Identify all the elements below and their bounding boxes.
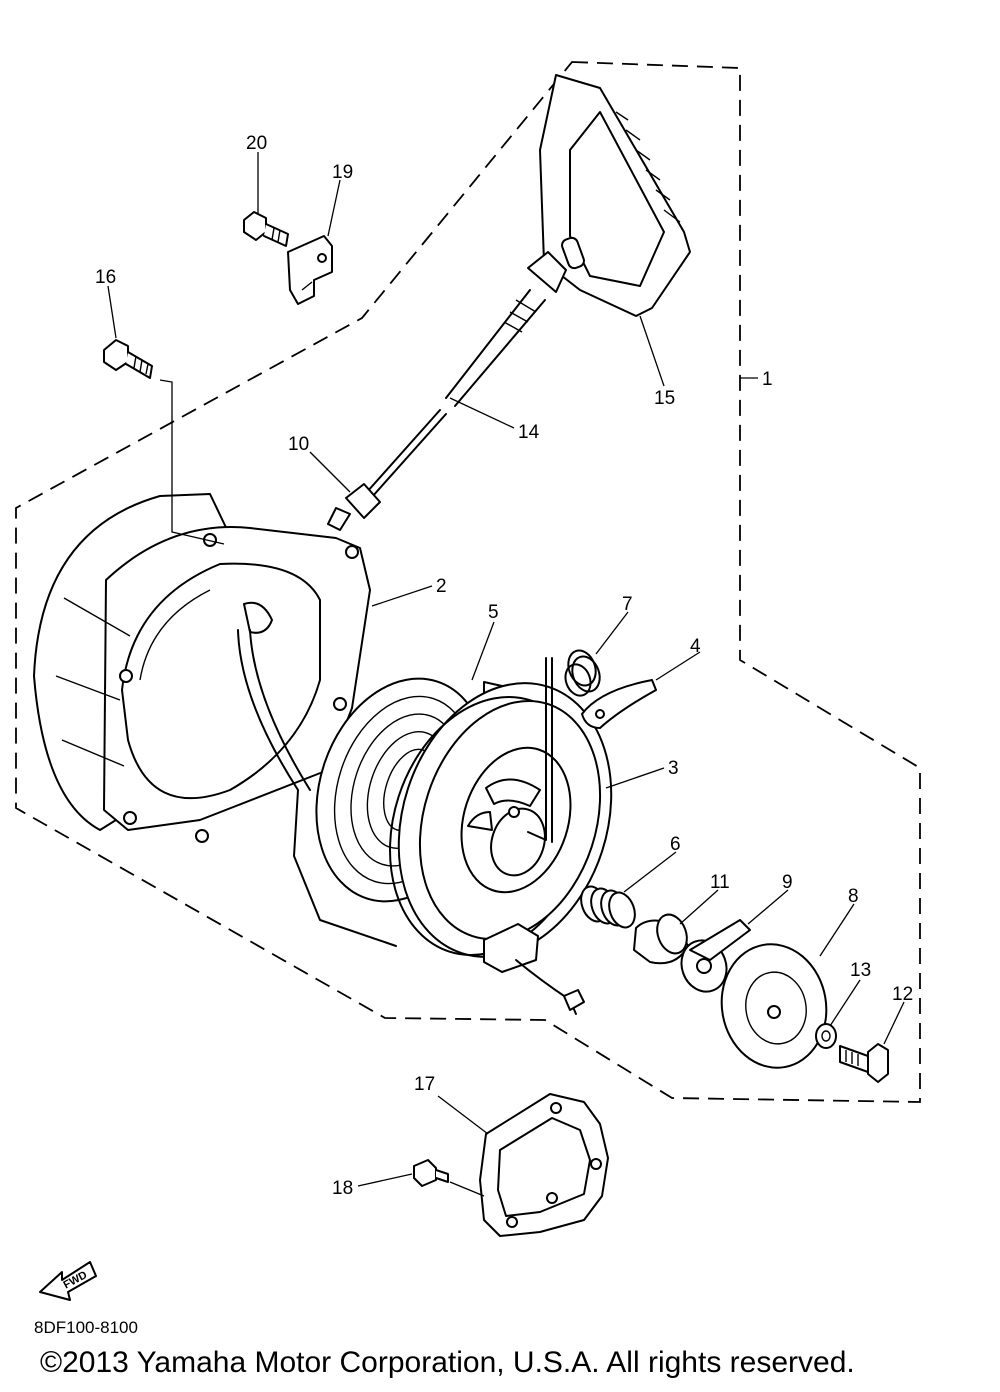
callout-9: 9	[782, 872, 793, 893]
leader-9	[747, 889, 789, 925]
bolt-12	[839, 1043, 889, 1083]
callout-16: 16	[95, 267, 116, 288]
callout-17: 17	[414, 1074, 435, 1095]
callout-11: 11	[710, 872, 730, 893]
fwd-arrow: FWD	[39, 1261, 97, 1301]
torsion-spring	[564, 649, 601, 697]
callout-14: 14	[518, 422, 540, 443]
screw-18	[413, 1159, 449, 1187]
leader-18	[357, 1173, 413, 1187]
leader-19	[327, 179, 341, 237]
starter-rope	[357, 289, 546, 507]
callout-7: 7	[622, 594, 633, 615]
leader-16	[159, 379, 225, 545]
leader-15	[639, 315, 665, 387]
leader-3	[605, 767, 665, 789]
callout-15: 15	[654, 388, 675, 409]
callout-18: 18	[332, 1178, 353, 1199]
washer-13	[815, 1023, 837, 1049]
drive-plate	[720, 943, 828, 1069]
leader-12	[883, 1001, 905, 1045]
ratchet-9	[680, 919, 751, 993]
callout-12: 12	[892, 984, 913, 1005]
callout-10: 10	[288, 434, 309, 455]
diagram-code: 8DF100-8100	[34, 1318, 138, 1337]
coil-spring-6	[580, 885, 636, 929]
callout-13: 13	[850, 960, 871, 981]
callout-2: 2	[436, 576, 447, 597]
callout-3: 3	[668, 758, 679, 779]
starter-case	[33, 493, 397, 947]
leader-11	[679, 889, 719, 925]
leader-14	[449, 397, 515, 429]
leader-7	[595, 611, 629, 655]
callout-8: 8	[848, 886, 859, 907]
rope-guide	[327, 483, 381, 531]
reel-pulley	[389, 657, 613, 1015]
callout-5: 5	[488, 602, 499, 623]
leader-16b	[107, 285, 117, 339]
pawl	[581, 679, 657, 729]
plate-19	[287, 235, 333, 305]
callout-6: 6	[670, 834, 681, 855]
leader-13	[829, 979, 861, 1027]
leader-17	[437, 1095, 489, 1135]
cover-17	[479, 1093, 609, 1237]
callout-4: 4	[690, 636, 701, 657]
copyright-notice: ©2013 Yamaha Motor Corporation, U.S.A. A…	[40, 1346, 855, 1379]
callout-20: 20	[246, 133, 267, 154]
leader-18b	[449, 1181, 485, 1197]
callout-19: 19	[332, 162, 353, 183]
assembly-boundary	[15, 61, 921, 1103]
bushing-11	[633, 913, 689, 965]
leader-4	[655, 651, 701, 681]
leader-8	[819, 903, 855, 957]
leader-6	[623, 851, 677, 893]
starter-handle	[527, 74, 691, 317]
leader-2	[371, 585, 433, 607]
leader-10	[309, 451, 351, 493]
bolt-16	[103, 339, 153, 379]
leader-5	[471, 621, 495, 681]
callout-1: 1	[762, 369, 773, 390]
bolt-20	[243, 211, 289, 247]
